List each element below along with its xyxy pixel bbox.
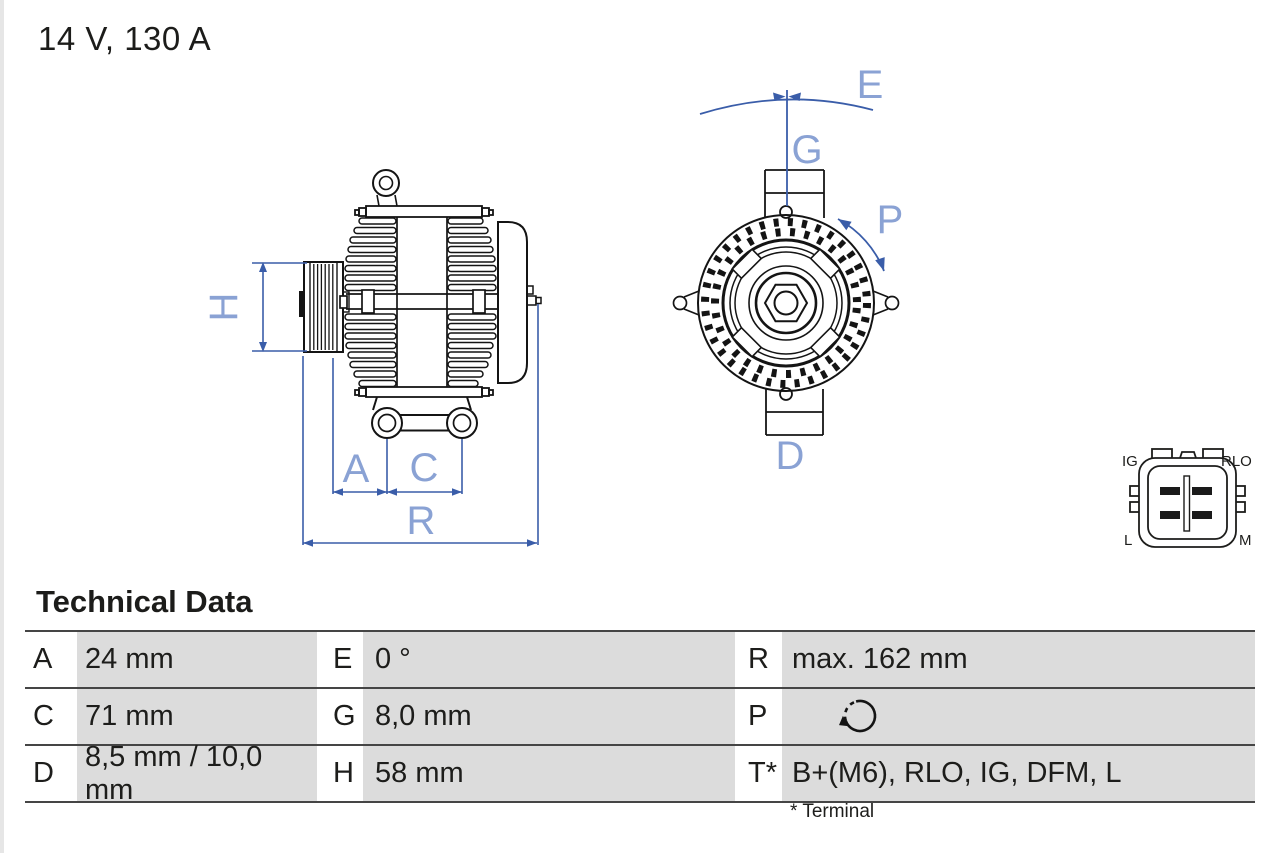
dim-H — [252, 262, 307, 352]
table-value-P — [782, 689, 1255, 744]
dim-label-R: R — [407, 499, 436, 543]
table-value-E: 0 ° — [363, 632, 735, 687]
dim-extension-lines — [302, 304, 539, 545]
vent-slot-ring-inner — [711, 228, 861, 378]
connector-pins — [1160, 487, 1212, 519]
connector-pin-label-rlo: RLO — [1221, 453, 1252, 470]
table-row-3: D 8,5 mm / 10,0 mm H 58 mm T* B+(M6), RL… — [25, 741, 1255, 806]
page-title: 14 V, 130 A — [38, 20, 212, 57]
table-key-H: H — [317, 746, 363, 801]
table-row-2: C 71 mm G 8,0 mm P — [25, 689, 1255, 746]
dim-label-H: H — [202, 293, 246, 322]
bottom-mounting-bracket — [371, 396, 478, 439]
table-key-A: A — [25, 632, 77, 687]
top-mounting-lug — [372, 169, 400, 207]
dim-A-C — [333, 488, 462, 496]
connector-diagram: IG RLO L M — [1122, 448, 1252, 549]
dim-P-rotation-arrow — [837, 218, 885, 272]
side-view-dimensions — [252, 262, 539, 547]
side-ears — [672, 290, 900, 316]
b-plus-terminal — [526, 285, 542, 306]
technical-data-table: A 24 mm E 0 ° R max. 162 mm C 71 mm G 8,… — [25, 630, 1255, 806]
connector-divider — [1183, 475, 1191, 532]
table-value-T: B+(M6), RLO, IG, DFM, L — [782, 746, 1255, 801]
right-fin-stack — [447, 217, 497, 388]
table-key-G: G — [317, 689, 363, 744]
table-value-C: 71 mm — [77, 689, 317, 744]
dim-label-P: P — [877, 198, 904, 242]
side-view-drawing — [299, 169, 542, 439]
table-key-E: E — [317, 632, 363, 687]
scan-edge-strip — [0, 0, 4, 853]
connector-pin-label-m: M — [1239, 532, 1252, 549]
dim-label-D: D — [776, 434, 805, 478]
center-housing-band — [339, 217, 497, 387]
dim-R — [303, 539, 537, 547]
table-row-1: A 24 mm E 0 ° R max. 162 mm — [25, 632, 1255, 689]
front-view-drawing — [672, 169, 900, 436]
table-key-D: D — [25, 746, 77, 801]
table-key-R: R — [735, 632, 782, 687]
connector-outer-shell — [1138, 457, 1237, 548]
tie-rod-rails — [354, 205, 494, 398]
table-key-P: P — [735, 689, 782, 744]
shaft-center — [773, 290, 799, 316]
front-outer-ring — [697, 214, 875, 392]
connector-pin-label-ig: IG — [1122, 453, 1138, 470]
table-value-G: 8,0 mm — [363, 689, 735, 744]
table-value-A: 24 mm — [77, 632, 317, 687]
dim-label-E: E — [857, 63, 884, 107]
left-fin-stack — [344, 217, 397, 388]
table-key-C: C — [25, 689, 77, 744]
dim-label-C: C — [410, 446, 439, 490]
table-key-T: T* — [735, 746, 782, 801]
rotation-direction-icon — [839, 699, 877, 732]
table-value-R: max. 162 mm — [782, 632, 1255, 687]
connector-pin-label-l: L — [1124, 532, 1132, 549]
dim-label-A: A — [343, 447, 370, 491]
table-value-H: 58 mm — [363, 746, 735, 801]
dim-label-G: G — [791, 128, 822, 172]
terminal-footnote: * Terminal — [790, 801, 875, 822]
rear-cover — [497, 221, 542, 384]
front-bottom-bracket — [765, 387, 824, 436]
technical-data-heading: Technical Data — [36, 584, 253, 619]
dimension-labels: H A C R E G P D — [202, 63, 903, 543]
pulley — [299, 261, 350, 353]
front-view-dimensions — [699, 90, 885, 272]
vent-slot-ring-outer — [701, 218, 871, 388]
connector-key-bump — [1179, 451, 1197, 459]
regulator-tabs — [731, 248, 841, 358]
shaft-end — [299, 291, 305, 317]
connector-inner-shell — [1147, 465, 1228, 540]
alternator-technical-drawing: H A C R E G P D IG RLO L M — [202, 63, 1252, 549]
table-value-D: 8,5 mm / 10,0 mm — [77, 741, 317, 806]
shaft-nut-hex — [763, 283, 809, 323]
front-top-bracket — [764, 169, 825, 219]
